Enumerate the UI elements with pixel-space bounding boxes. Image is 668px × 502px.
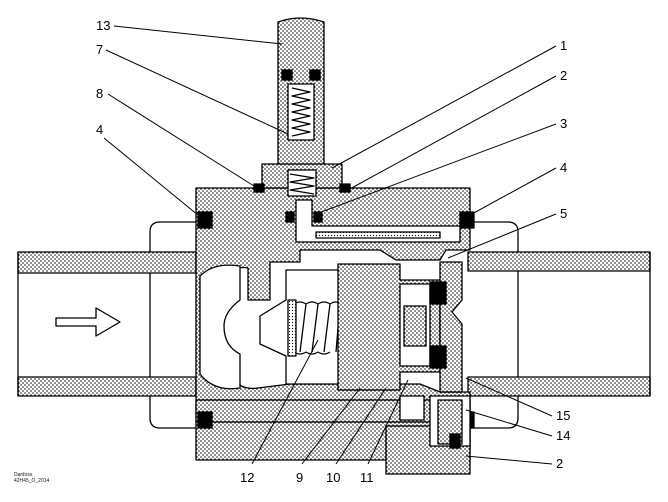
- footer-brand: Danfoss 42H45_O_2014: [14, 472, 49, 484]
- callout-9: 9: [296, 470, 303, 485]
- callout-12: 12: [240, 470, 254, 485]
- inlet-pipe: [17, 251, 197, 274]
- piston-chamber: [259, 269, 341, 385]
- callout-10: 10: [326, 470, 340, 485]
- callout-15: 15: [556, 408, 570, 423]
- inlet-chamber: [199, 264, 241, 390]
- callout-1: 1: [560, 38, 567, 53]
- drawing-code: 42H45_O_2014: [14, 478, 50, 484]
- lower-body: [195, 399, 471, 423]
- callout-2-bottom: 2: [556, 456, 563, 471]
- callout-11: 11: [360, 470, 374, 485]
- callout-13: 13: [96, 18, 110, 33]
- pilot-spring: [289, 173, 315, 195]
- callout-2-top: 2: [560, 68, 567, 83]
- main-spring: [293, 301, 341, 355]
- flow-arrow: [55, 307, 121, 337]
- brand-name: Danfoss: [14, 472, 33, 478]
- tube-spring: [291, 87, 311, 137]
- callout-8: 8: [96, 86, 103, 101]
- callout-4-left: 4: [96, 122, 103, 137]
- callout-3: 3: [560, 116, 567, 131]
- callout-14: 14: [556, 428, 570, 443]
- callout-4-right: 4: [560, 160, 567, 175]
- callout-7: 7: [96, 42, 103, 57]
- left-flange: [149, 221, 196, 429]
- outlet-pipe: [467, 251, 651, 272]
- callout-5: 5: [560, 206, 567, 221]
- right-flange: [468, 221, 519, 429]
